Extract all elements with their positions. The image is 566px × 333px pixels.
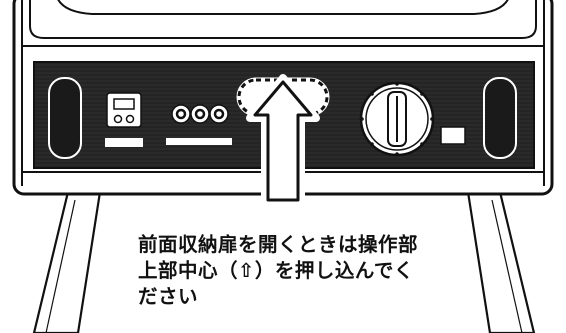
jack-label-plate xyxy=(166,138,232,145)
instruction-line-3: ださい xyxy=(138,285,199,308)
right-leg xyxy=(466,190,536,333)
instruction-line-1: 前面収納扉を開くときは操作部 xyxy=(138,233,419,256)
instruction-line-2: 上部中心（⇧）を押し込んでく xyxy=(138,259,414,282)
right-speaker-grille xyxy=(483,77,517,159)
rotary-dial-icon xyxy=(359,81,435,157)
timer-label-plate xyxy=(105,138,143,147)
instruction-text: 前面収納扉を開くときは操作部 上部中心（⇧）を押し込んでく ださい xyxy=(138,232,468,310)
left-leg xyxy=(32,190,102,333)
left-speaker-grille xyxy=(48,77,82,159)
indicator-lamp xyxy=(440,126,466,145)
up-arrow-icon xyxy=(246,74,320,208)
round-jack-icon xyxy=(171,104,229,124)
timer-display-icon xyxy=(106,92,142,128)
